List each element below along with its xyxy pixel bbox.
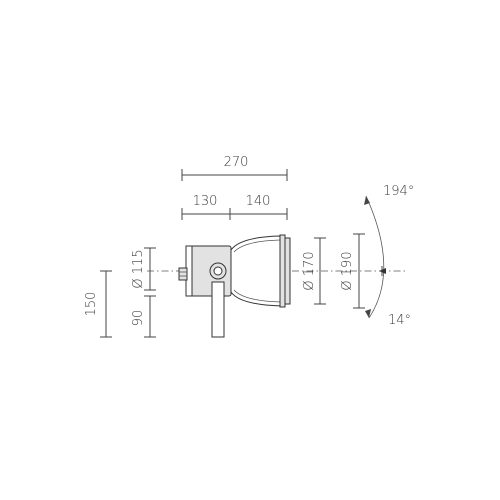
rotation-up-label: 194° [383,184,414,199]
dimension-total-height: 150 [84,270,112,338]
dimension-body-diameter: Ø 115 [131,247,156,291]
body-diameter-label: Ø 115 [131,249,146,288]
front-length-label: 140 [246,194,271,209]
dimension-pivot-height: 90 [131,295,156,338]
lens-diameter-label: Ø 190 [340,251,355,290]
spotlight [178,234,291,338]
lens-ring [284,237,291,305]
mounting-stem [211,281,225,338]
front-ring [279,234,286,308]
dimension-lens-diameter: Ø 190 [340,233,365,309]
pivot-bolt [213,266,223,276]
reflector-diameter-label: Ø 170 [302,251,317,290]
total-height-label: 150 [84,292,99,317]
dimension-rear-front-length: 130 140 [181,194,288,220]
cable-gland [178,267,188,281]
rotation-down-label: 14° [388,313,411,328]
reflector [230,235,284,307]
dimension-overall-length: 270 [181,155,288,181]
rotation-arc: 194° 14° [364,184,414,328]
overall-length-label: 270 [224,155,249,170]
pivot-height-label: 90 [131,310,146,327]
rear-length-label: 130 [193,194,218,209]
dimension-reflector-diameter: Ø 170 [302,237,326,305]
